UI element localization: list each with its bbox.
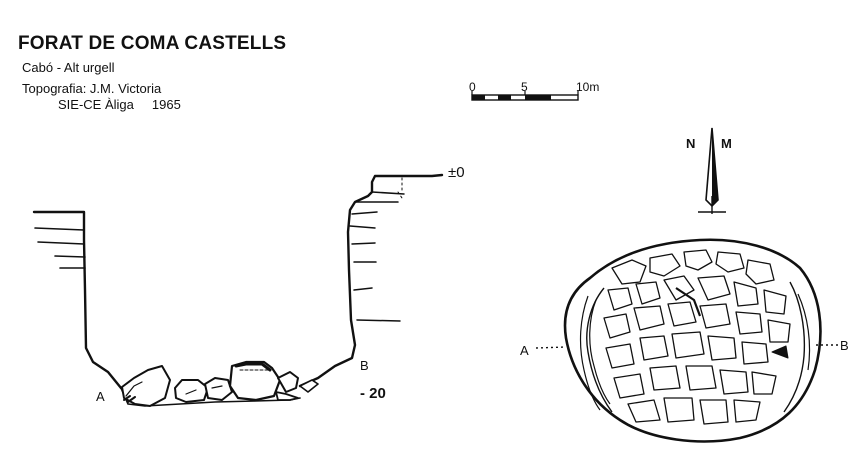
- map-title: FORAT DE COMA CASTELLS: [18, 33, 287, 54]
- plan-point-a: A: [520, 343, 529, 358]
- club-name: SIE-CE Àliga: [58, 97, 134, 112]
- scale-bar: 0 5 10m: [469, 80, 599, 101]
- scale-label-0: 0: [469, 80, 476, 94]
- section-point-b: B: [360, 358, 369, 373]
- section-point-a: A: [96, 389, 105, 404]
- depth-top-label: ±0: [448, 164, 465, 181]
- vertical-section: [32, 173, 444, 407]
- scale-label-10m: 10m: [576, 80, 599, 94]
- plan-point-b: B: [840, 338, 849, 353]
- depth-bottom-label: - 20: [360, 385, 386, 402]
- magnetic-label: M: [721, 136, 732, 151]
- north-arrow: N M: [686, 127, 732, 214]
- survey-year: 1965: [151, 97, 181, 112]
- location-text: Cabó - Alt urgell: [22, 60, 115, 75]
- north-label: N: [686, 136, 695, 151]
- club-credit: SIE-CE Àliga 1965: [58, 98, 181, 112]
- plan-view: [535, 238, 838, 443]
- scale-label-5: 5: [521, 80, 528, 94]
- topography-credit: Topografia: J.M. Victoria: [22, 81, 162, 96]
